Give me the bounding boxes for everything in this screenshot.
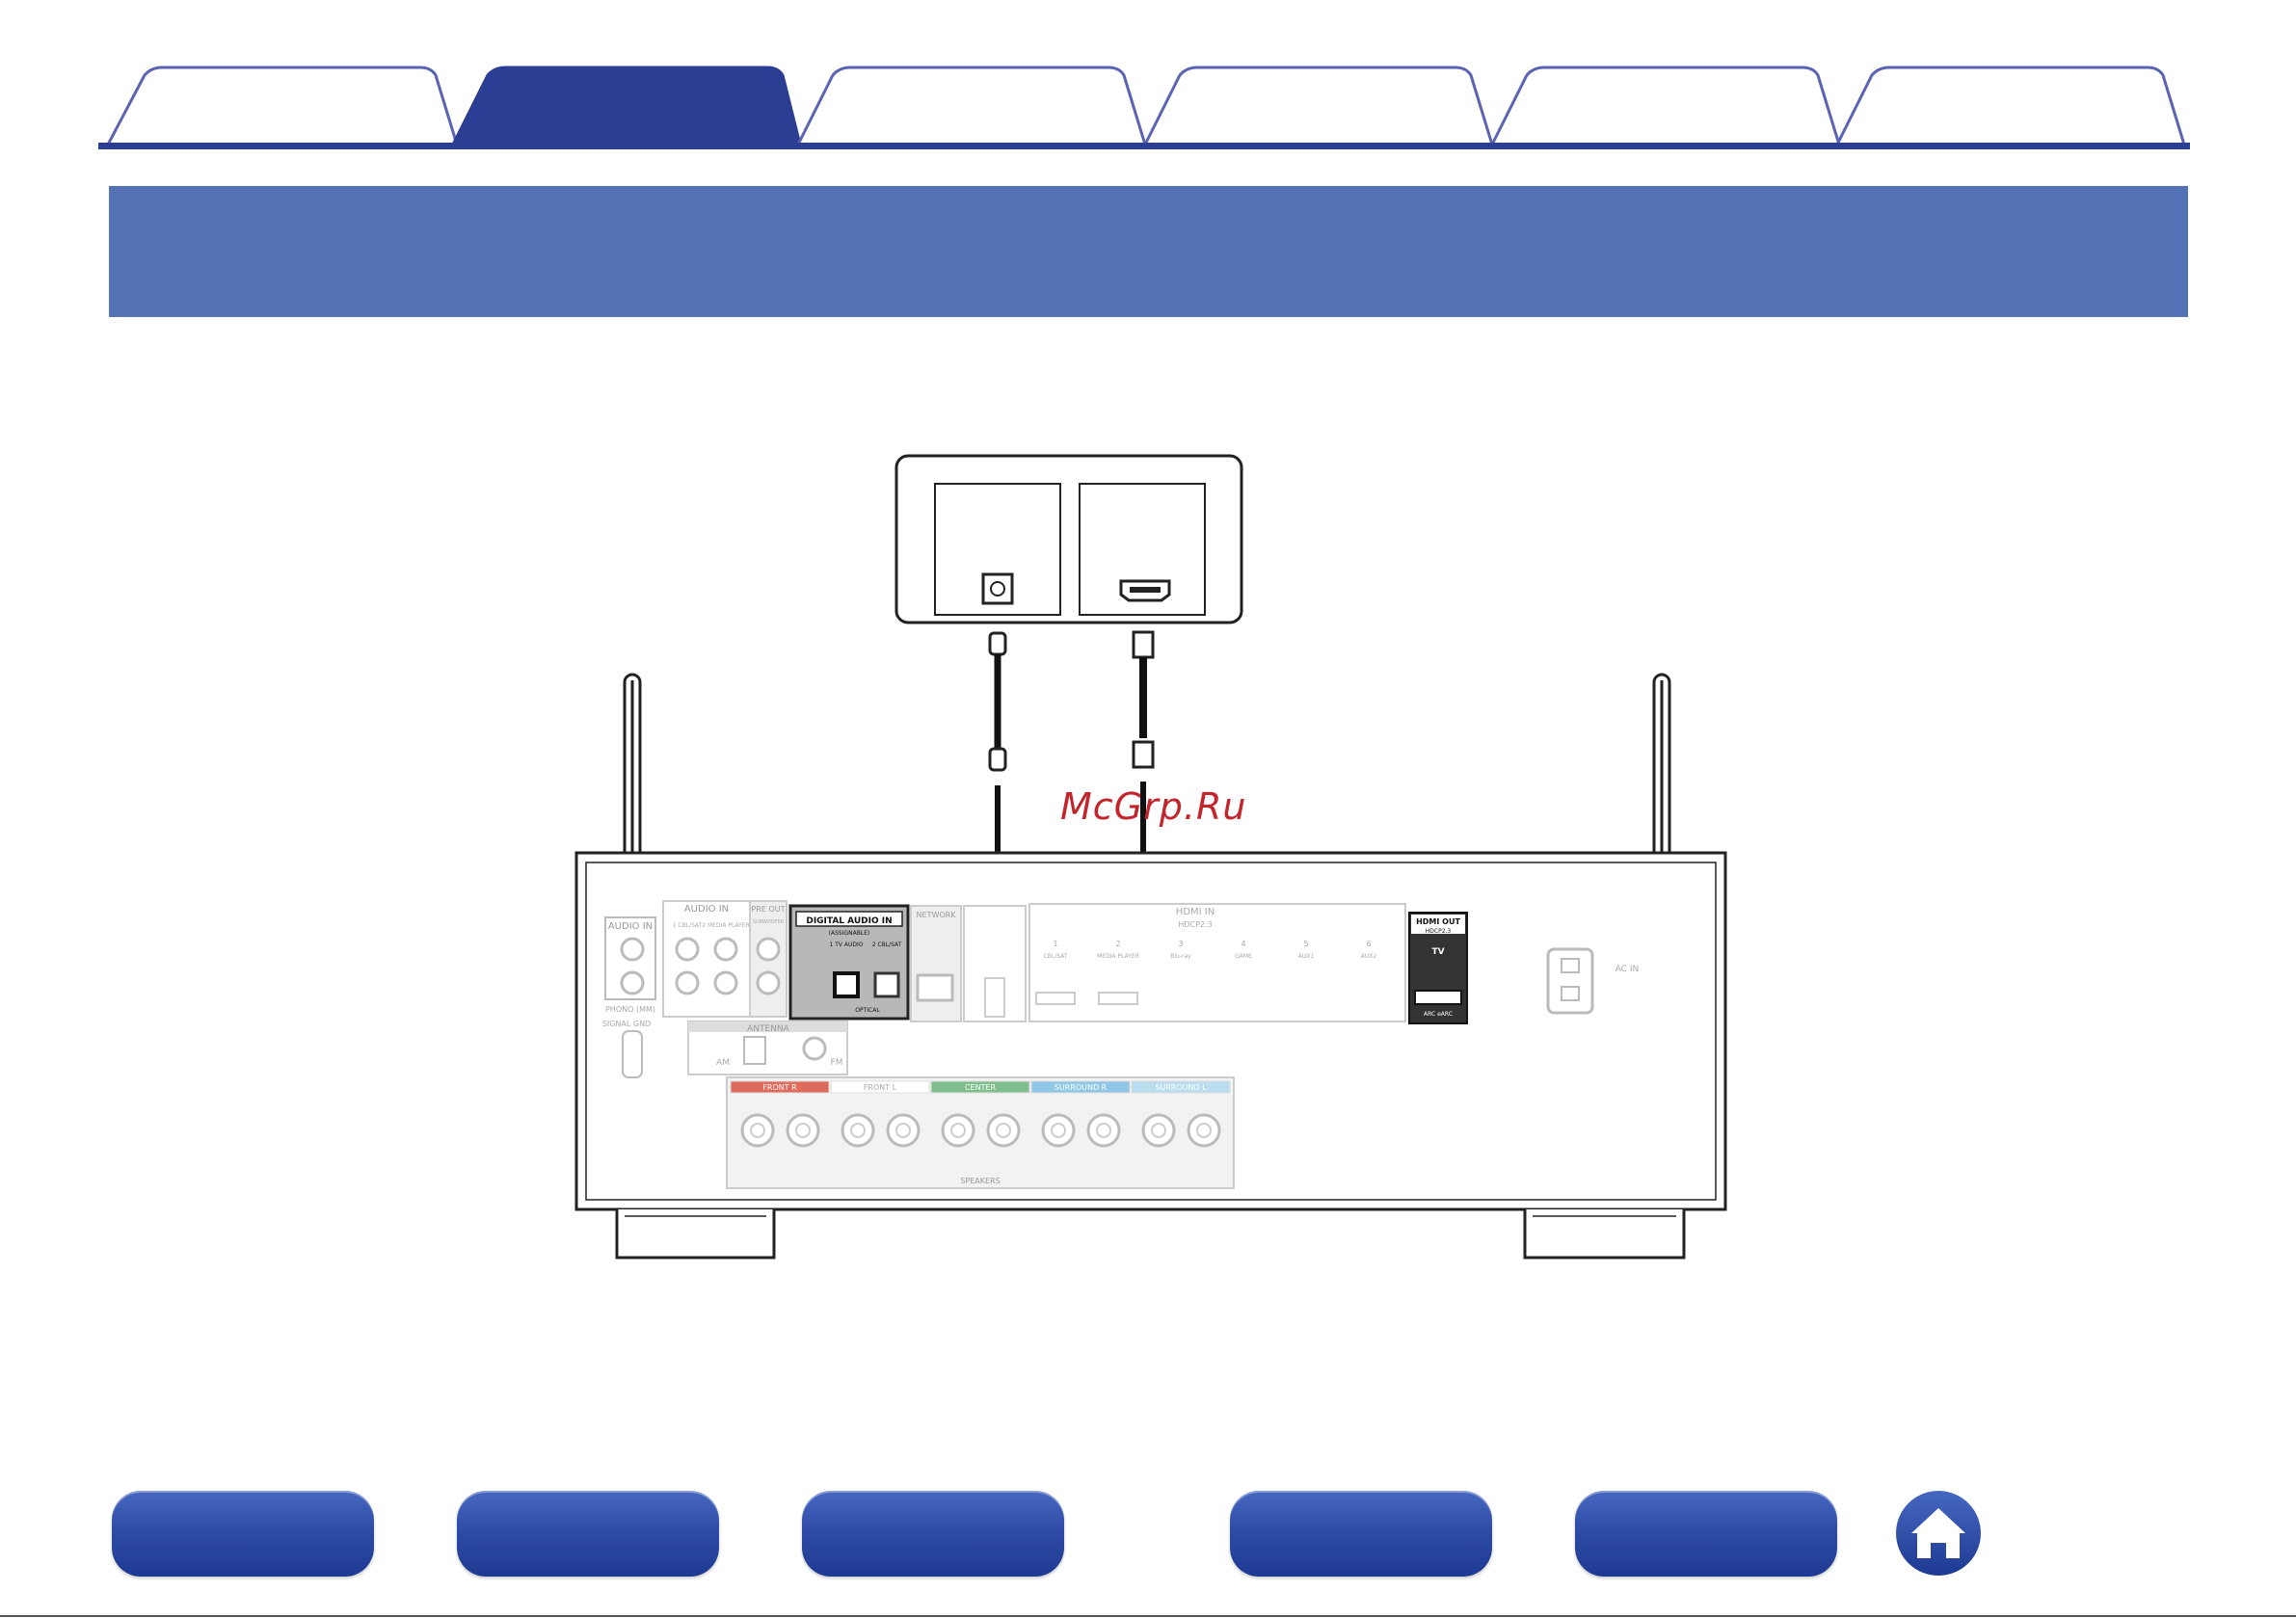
am-label: AM <box>716 1058 730 1068</box>
pre-out-label: PRE OUT <box>751 905 785 914</box>
hdmi-in-number: 2 <box>1115 940 1120 948</box>
footer-rule <box>0 1615 2296 1617</box>
tv-optical-port <box>981 572 1014 605</box>
speaker-group-label: CENTER <box>965 1083 997 1092</box>
ac-in-label: AC IN <box>1615 965 1640 974</box>
tab-2[interactable] <box>450 66 802 146</box>
optical-1-label: 1 TV AUDIO <box>829 942 863 948</box>
speaker-terminal-group: FRONT L <box>830 1080 930 1148</box>
audio-assignable-label: AUDIO IN <box>684 904 729 915</box>
receiver-rear-panel: AUDIO IN PHONO (MM) SIGNAL GND AUDIO IN … <box>574 851 1727 1260</box>
hdmi-in-port-label: Blu-ray <box>1170 953 1191 960</box>
section-banner <box>109 186 2188 317</box>
hdmi-in-port-label: MEDIA PLAYER <box>1097 953 1139 960</box>
speaker-terminal-group: FRONT R <box>730 1080 830 1148</box>
tab-bar <box>98 66 2190 149</box>
optical-2-label: 2 CBL/SAT <box>872 942 902 948</box>
tab-bar-underline <box>98 143 2190 149</box>
watermark: McGrp.Ru <box>1060 785 1247 828</box>
optical-port-2 <box>873 971 900 998</box>
nav-button-5[interactable] <box>1575 1491 1837 1577</box>
digital-audio-in-panel: DIGITAL AUDIO IN (ASSIGNABLE) 1 TV AUDIO… <box>788 904 910 1021</box>
speaker-terminal-group: SURROUND L <box>1131 1080 1231 1148</box>
speaker-group-label: SURROUND L <box>1155 1083 1207 1092</box>
connection-diagram: AUDIO IN PHONO (MM) SIGNAL GND AUDIO IN … <box>574 454 1727 1260</box>
nav-button-2[interactable] <box>457 1491 719 1577</box>
arc-label: ARC eARC <box>1424 1011 1453 1018</box>
nav-button-1[interactable] <box>112 1491 374 1577</box>
hdmi-in-port-label: AUX1 <box>1298 953 1315 960</box>
hdmi-out-tv-label: TV <box>1431 947 1444 957</box>
hdmi-in-number: 1 <box>1053 940 1057 948</box>
house-icon[interactable] <box>1894 1489 1983 1578</box>
audio-in-label: AUDIO IN <box>608 921 653 932</box>
hdmi-in-port-label: CBL/SAT <box>1044 953 1068 960</box>
tv-device <box>894 454 1243 624</box>
speakers-label: SPEAKERS <box>960 1177 1000 1185</box>
hdmi-in-hdcp-label: HDCP2.3 <box>1178 920 1212 929</box>
media-player-label: 2 MEDIA PLAYER <box>702 922 749 929</box>
hdmi-in-number: 6 <box>1366 940 1371 948</box>
network-label: NETWORK <box>917 911 957 919</box>
speaker-group-label: FRONT L <box>864 1083 897 1092</box>
tv-hdmi-port <box>1119 579 1171 602</box>
nav-button-3[interactable] <box>802 1491 1064 1577</box>
banner-title <box>109 235 138 267</box>
tab-4[interactable] <box>1142 66 1495 146</box>
hdmi-in-port-label: AUX2 <box>1361 953 1377 960</box>
tab-1[interactable] <box>105 66 460 146</box>
antenna-label: ANTENNA <box>747 1024 790 1034</box>
hdmi-in-number: 3 <box>1178 940 1183 948</box>
hdmi-in-number: 4 <box>1241 940 1245 948</box>
hdmi-out-hdcp-label: HDCP2.3 <box>1426 928 1452 935</box>
fm-label: FM <box>831 1058 843 1068</box>
tab-6[interactable] <box>1834 66 2187 146</box>
hdmi-out-label: HDMI OUT <box>1416 917 1460 926</box>
digital-assignable-label: (ASSIGNABLE) <box>829 930 870 937</box>
digital-audio-in-label: DIGITAL AUDIO IN <box>806 916 892 926</box>
speaker-group-label: SURROUND R <box>1055 1083 1108 1092</box>
signal-gnd-label: SIGNAL GND <box>602 1020 651 1028</box>
subwoofer-label: SUBWOOFER <box>753 919 785 925</box>
speaker-terminals: SPEAKERS FRONT R FRONT L CENTER SURROUND R S… <box>726 1076 1235 1189</box>
tab-5[interactable] <box>1489 66 1842 146</box>
phono-label: PHONO (MM) <box>605 1005 655 1014</box>
hdmi-out-port <box>1414 990 1462 1005</box>
speaker-terminal-group: CENTER <box>930 1080 1030 1148</box>
speaker-terminal-group: SURROUND R <box>1030 1080 1131 1148</box>
optical-label: OPTICAL <box>855 1007 880 1014</box>
nav-button-4[interactable] <box>1230 1491 1492 1577</box>
tab-3[interactable] <box>795 66 1148 146</box>
speaker-group-label: FRONT R <box>762 1083 797 1092</box>
hdmi-in-port-label: GAME <box>1235 953 1252 960</box>
cbl-sat-label: 1 CBL/SAT <box>673 922 703 929</box>
hdmi-in-number: 5 <box>1303 940 1308 948</box>
optical-port-1 <box>833 971 860 998</box>
hdmi-out-panel: HDMI OUT HDCP2.3 TV ARC eARC <box>1408 912 1468 1024</box>
hdmi-in-label: HDMI IN <box>1176 907 1215 917</box>
